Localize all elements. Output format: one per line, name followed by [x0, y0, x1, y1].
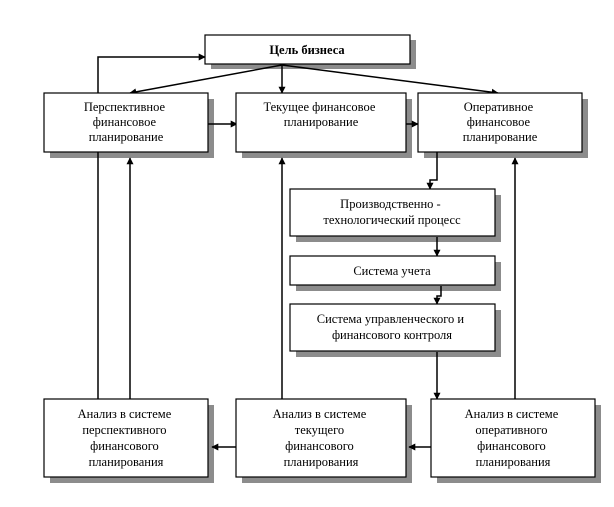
box-analysis-current: Анализ в системе текущего финансового пл… [235, 398, 407, 478]
box-strategic-planning: Перспективное финансовое планирование [43, 92, 209, 153]
box-goal: Цель бизнеса [204, 34, 411, 65]
edges [97, 53, 519, 451]
goal-label: Цель бизнеса [269, 43, 345, 57]
box-accounting-system: Система учета [289, 255, 496, 286]
production-process-label: Производственно - технологический процес… [323, 197, 461, 227]
analysis-current-label: Анализ в системе текущего финансового пл… [273, 407, 370, 469]
edge-accounting-control [433, 286, 442, 305]
box-current-planning: Текущее финансовое планирование [235, 92, 407, 153]
strategic-planning-label: Перспективное финансовое планирование [84, 100, 168, 144]
edge-goal-strategic [129, 64, 283, 96]
box-analysis-operational: Анализ в системе оперативного финансовог… [430, 398, 596, 478]
box-operational-planning: Оперативное финансовое планирование [417, 92, 583, 153]
box-analysis-strategic: Анализ в системе перспективного финансов… [43, 398, 209, 478]
operational-planning-label: Оперативное финансовое планирование [463, 100, 538, 144]
box-production-process: Производственно - технологический процес… [289, 188, 496, 237]
analysis-operational-label: Анализ в системе оперативного финансовог… [465, 407, 562, 469]
box-control-system: Система управленческого и финансового ко… [289, 303, 496, 352]
edge-strategic-feedback-goal [97, 53, 206, 93]
edge-operational-production [426, 152, 438, 190]
accounting-system-label: Система учета [353, 264, 431, 278]
analysis-strategic-label: Анализ в системе перспективного финансов… [78, 407, 175, 469]
current-planning-label: Текущее финансовое планирование [263, 100, 378, 129]
edge-goal-operational [281, 64, 499, 96]
control-system-label: Система управленческого и финансового ко… [317, 312, 467, 342]
